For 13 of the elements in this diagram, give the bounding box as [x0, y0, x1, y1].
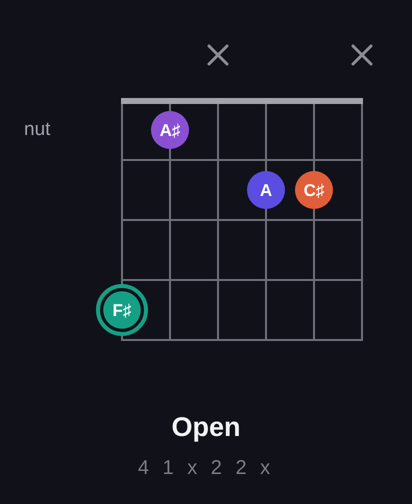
- note-dot: [247, 171, 285, 209]
- cross-icon: [207, 44, 229, 66]
- note-label: C♯: [304, 182, 324, 198]
- note-dot: [151, 111, 189, 149]
- chord-name: Open: [170, 414, 242, 441]
- note-label: F♯: [112, 302, 132, 318]
- fingering-text: 4 1 x 2 2 x: [136, 458, 276, 478]
- cross-icon: [351, 44, 373, 66]
- note-label: A: [260, 182, 272, 198]
- root-note-dot: [96, 284, 148, 336]
- note-dot: [295, 171, 333, 209]
- nut-label: nut: [24, 120, 50, 139]
- note-label: A♯: [160, 122, 180, 138]
